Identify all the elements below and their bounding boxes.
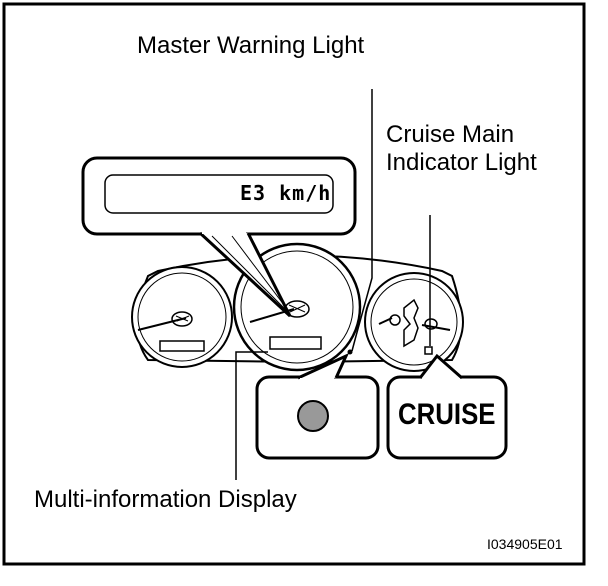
warning-light-callout <box>255 352 380 460</box>
display-readout: E3 km/h <box>240 181 332 205</box>
figure-code: I034905E01 <box>487 536 563 552</box>
right-gauge <box>364 272 464 372</box>
left-gauge <box>131 266 233 368</box>
cruise-callout <box>386 353 508 460</box>
display-callout <box>81 156 357 318</box>
cruise-main-indicator-dot <box>424 346 433 355</box>
figure-border <box>2 2 586 566</box>
master-warning-label: Master Warning Light <box>137 32 365 59</box>
cruise-main-label-line2: Indicator Light <box>386 149 537 176</box>
cruise-main-label-line1: Cruise Main <box>386 121 515 148</box>
cruise-indicator-text: CRUISE <box>398 398 496 431</box>
display-inner-panel <box>104 174 334 214</box>
multi-info-display-window <box>269 336 322 350</box>
multi-info-leader <box>235 351 268 480</box>
master-warning-leader <box>351 89 373 352</box>
multi-info-label: Multi-information Display <box>34 486 297 513</box>
cruise-main-label: Cruise Main Indicator Light <box>386 121 537 177</box>
master-warning-light-icon <box>297 400 329 432</box>
